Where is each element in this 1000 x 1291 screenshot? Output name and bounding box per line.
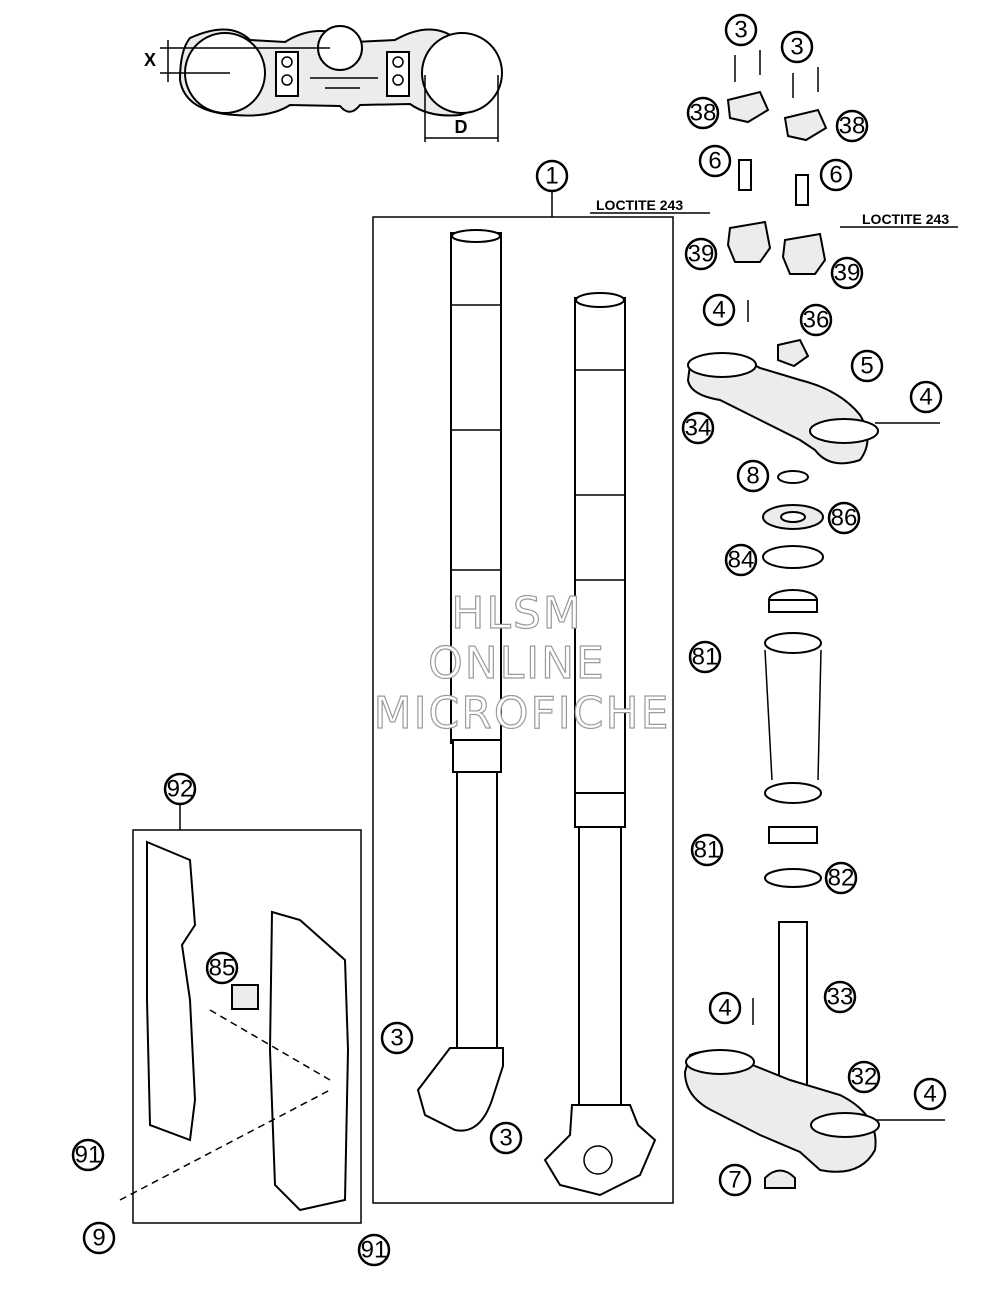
- svg-text:3: 3: [499, 1125, 512, 1152]
- svg-text:34: 34: [685, 415, 712, 442]
- callout-3: 3: [780, 30, 814, 64]
- right-fork-leg: [543, 292, 657, 1197]
- svg-text:5: 5: [860, 353, 873, 380]
- callout-4: 4: [909, 380, 943, 414]
- svg-text:8: 8: [746, 463, 759, 490]
- dimension-x-label: X: [144, 50, 156, 70]
- left-fork-leg: [416, 229, 504, 1132]
- svg-text:6: 6: [708, 148, 721, 175]
- svg-text:82: 82: [828, 865, 855, 892]
- svg-text:3: 3: [390, 1025, 403, 1052]
- watermark-line-3: MICROFICHE: [374, 688, 671, 739]
- callout-33: 33: [823, 980, 857, 1014]
- svg-text:38: 38: [839, 113, 866, 140]
- callout-7: 7: [718, 1163, 752, 1197]
- callout-36: 36: [799, 303, 833, 337]
- svg-text:91: 91: [75, 1142, 102, 1169]
- svg-text:4: 4: [718, 995, 731, 1022]
- callout-91: 91: [71, 1138, 105, 1172]
- loctite-right-note: LOCTITE 243: [862, 211, 949, 227]
- svg-text:81: 81: [692, 644, 719, 671]
- svg-text:3: 3: [790, 34, 803, 61]
- top-triple-clamp-top-view: X D: [144, 25, 503, 142]
- svg-text:39: 39: [688, 241, 715, 268]
- callout-1: 1: [535, 159, 569, 193]
- svg-text:4: 4: [712, 297, 725, 324]
- callout-91: 91: [357, 1233, 391, 1267]
- loctite-left-note: LOCTITE 243: [596, 197, 683, 213]
- callout-3: 3: [724, 13, 758, 47]
- svg-text:1: 1: [545, 163, 558, 190]
- svg-text:32: 32: [851, 1064, 878, 1091]
- svg-text:39: 39: [834, 260, 861, 287]
- callout-9: 9: [82, 1221, 116, 1255]
- svg-text:7: 7: [728, 1167, 741, 1194]
- svg-text:6: 6: [829, 162, 842, 189]
- watermark-line-1: HLSM: [451, 588, 583, 639]
- callout-34: 34: [681, 411, 715, 445]
- fork-protector-box: [132, 829, 362, 1224]
- watermark: HLSM ONLINE MICROFICHE: [373, 587, 671, 739]
- svg-text:84: 84: [728, 547, 755, 574]
- callout-3: 3: [380, 1021, 414, 1055]
- dimension-d-label: D: [455, 117, 468, 137]
- callout-4: 4: [913, 1077, 947, 1111]
- fork-assembly-box: [372, 216, 674, 1204]
- svg-text:9: 9: [92, 1225, 105, 1252]
- svg-text:4: 4: [919, 384, 932, 411]
- callout-81: 81: [688, 640, 722, 674]
- svg-text:3: 3: [734, 17, 747, 44]
- callout-84: 84: [724, 543, 758, 577]
- callout-86: 86: [827, 501, 861, 535]
- callout-3: 3: [489, 1121, 523, 1155]
- callout-5: 5: [850, 349, 884, 383]
- callout-85: 85: [205, 951, 239, 985]
- svg-text:4: 4: [923, 1081, 936, 1108]
- callout-6: 6: [698, 144, 732, 178]
- svg-text:33: 33: [827, 984, 854, 1011]
- callout-32: 32: [847, 1060, 881, 1094]
- watermark-line-2: ONLINE: [428, 638, 606, 689]
- callout-38: 38: [835, 109, 869, 143]
- svg-text:81: 81: [694, 837, 721, 864]
- svg-text:91: 91: [361, 1237, 388, 1264]
- callout-92: 92: [163, 772, 197, 806]
- svg-text:86: 86: [831, 505, 858, 532]
- callout-4: 4: [708, 991, 742, 1025]
- callout-4: 4: [702, 293, 736, 327]
- callout-39: 39: [830, 256, 864, 290]
- fork-protectors: [119, 840, 350, 1212]
- callout-6: 6: [819, 158, 853, 192]
- svg-text:38: 38: [690, 100, 717, 127]
- callout-82: 82: [824, 861, 858, 895]
- callout-38: 38: [686, 96, 720, 130]
- svg-text:92: 92: [167, 776, 194, 803]
- callout-8: 8: [736, 459, 770, 493]
- callout-39: 39: [684, 237, 718, 271]
- callout-81: 81: [690, 833, 724, 867]
- svg-text:85: 85: [209, 955, 236, 982]
- right-side-parts: LOCTITE 243 LOCTITE 243: [590, 50, 958, 1189]
- svg-text:36: 36: [803, 307, 830, 334]
